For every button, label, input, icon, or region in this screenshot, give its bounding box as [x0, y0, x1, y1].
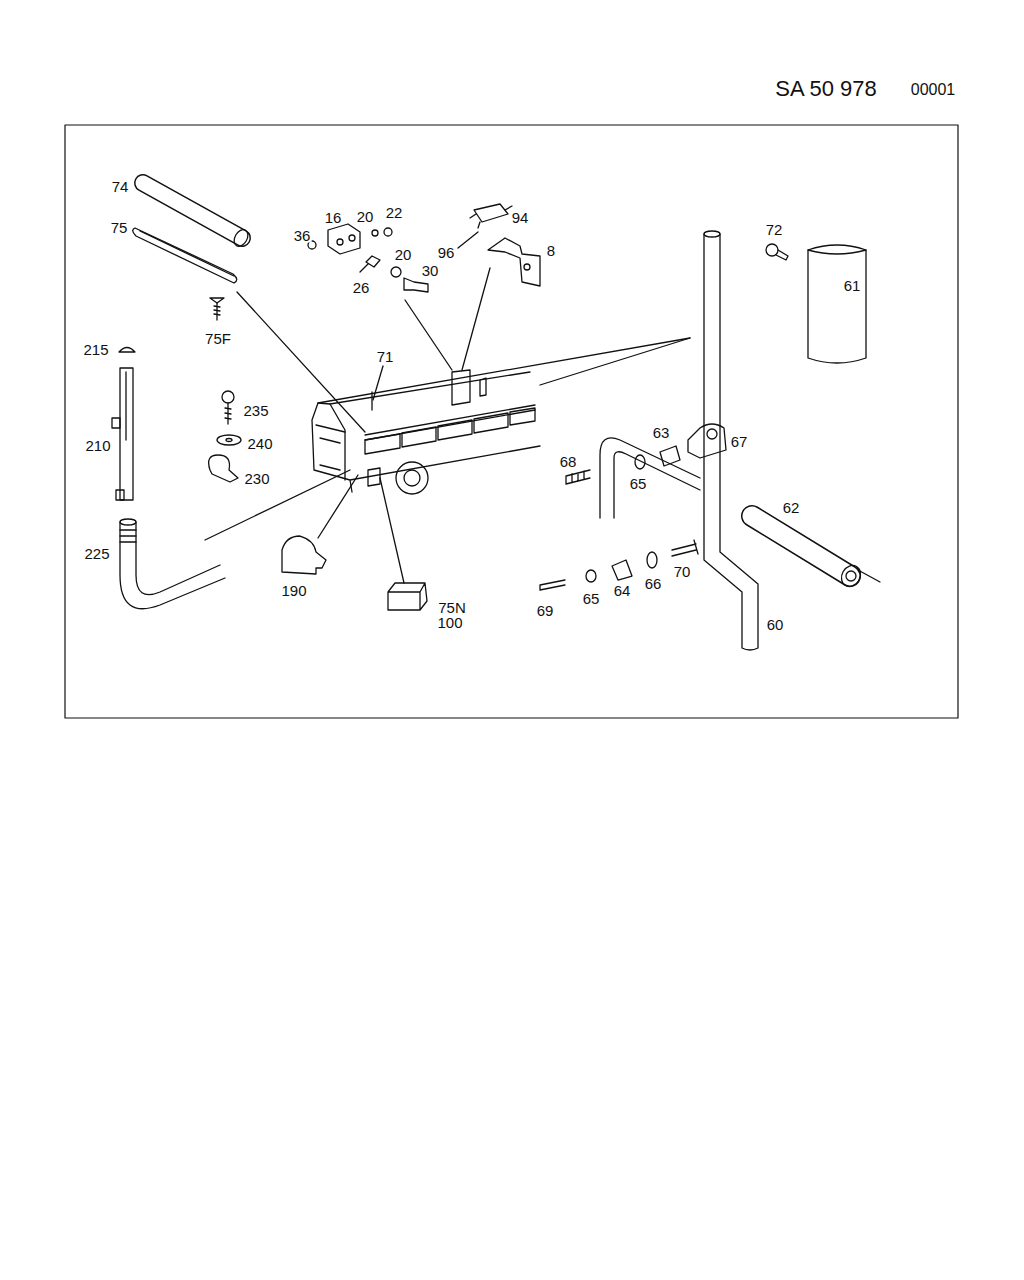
callout-number: 74	[111, 179, 130, 194]
callout-number: 230	[243, 471, 270, 486]
callout-number: 60	[766, 617, 785, 632]
callout-number: 65	[582, 591, 601, 606]
callout-number: 26	[352, 280, 371, 295]
callout-number: 61	[843, 278, 862, 293]
callout-number: 20	[356, 209, 375, 224]
callout-number: 8	[546, 243, 556, 258]
callout-number: 63	[652, 425, 671, 440]
callout-number: 16	[324, 210, 343, 225]
sheet-reference: SA 50 978	[774, 78, 878, 100]
callout-number: 67	[730, 434, 749, 449]
callout-number: 68	[559, 454, 578, 469]
callout-number: 235	[242, 403, 269, 418]
callout-number: 94	[511, 210, 530, 225]
callout-number: 70	[673, 564, 692, 579]
callout-number: 22	[385, 205, 404, 220]
callout-number: 30	[421, 263, 440, 278]
callout-number: 100	[436, 615, 463, 630]
callout-number: 66	[644, 576, 663, 591]
callout-number: 96	[437, 245, 456, 260]
callout-number: 65	[629, 476, 648, 491]
callout-number: 75N	[437, 600, 467, 615]
callout-number: 240	[246, 436, 273, 451]
callout-number: 215	[82, 342, 109, 357]
sheet-reference: 00001	[910, 82, 957, 98]
callout-number: 225	[83, 546, 110, 561]
callout-number: 71	[376, 349, 395, 364]
callout-number: 75F	[204, 331, 232, 346]
callout-number: 64	[613, 583, 632, 598]
callout-number: 20	[394, 247, 413, 262]
callout-number: 36	[293, 228, 312, 243]
frame	[65, 125, 958, 718]
callout-number: 190	[280, 583, 307, 598]
callout-number: 75	[110, 220, 129, 235]
callout-number: 69	[536, 603, 555, 618]
callout-number: 72	[765, 222, 784, 237]
callout-number: 210	[84, 438, 111, 453]
callout-number: 62	[782, 500, 801, 515]
